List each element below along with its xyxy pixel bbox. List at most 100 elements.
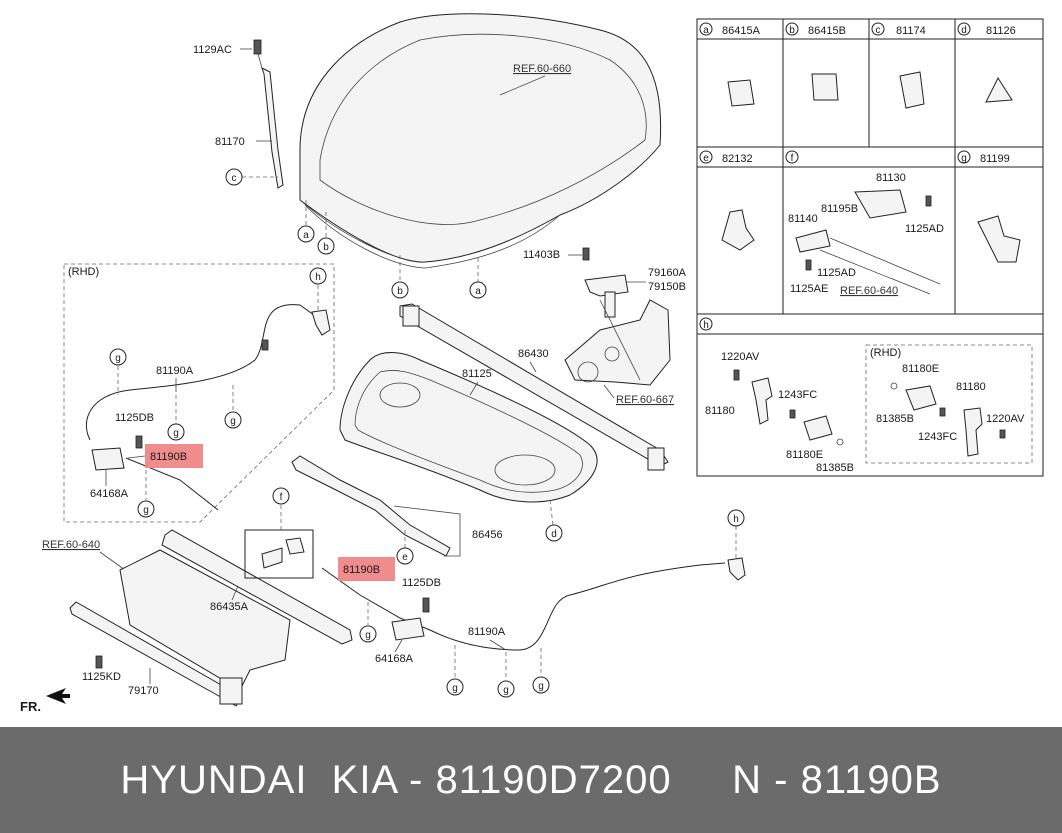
svg-text:g: g [538, 681, 544, 692]
ref-60-667-label: REF.60-667 [616, 394, 674, 406]
cable-bracket-rhd [91, 447, 125, 471]
part-81190B-lhd-label: 81190B [343, 564, 380, 576]
svg-text:h: h [733, 514, 739, 525]
bumper-stop-b-icon [811, 73, 839, 101]
legend-f-label: 1125AD [905, 223, 944, 235]
part-81190A-rhd-label: 81190A [156, 365, 194, 377]
part-86430-label: 86430 [518, 348, 549, 360]
svg-text:82132: 82132 [722, 153, 753, 165]
legend-h-lhd-handle [733, 369, 844, 446]
latch-detail-box [244, 529, 314, 579]
ref-60-660-label: REF.60-660 [513, 63, 571, 75]
legend-cell-f: f [785, 150, 799, 164]
callout-h: h [309, 267, 327, 285]
callout-g: g [137, 500, 155, 518]
cable-bracket-lhd [391, 617, 425, 641]
svg-text:a: a [475, 286, 481, 297]
part-86435A-label: 86435A [210, 601, 249, 613]
part-81170-label: 81170 [215, 136, 245, 148]
callout-b: b [391, 281, 409, 299]
callout-a: a [297, 225, 315, 243]
svg-text:g: g [452, 683, 458, 694]
svg-text:e: e [703, 153, 709, 164]
legend-h-label: 1243FC [778, 389, 817, 401]
hood-seal-strip [291, 455, 451, 557]
svg-text:81174: 81174 [896, 25, 926, 37]
grommet-e-icon [721, 209, 755, 251]
callout-g: g [446, 678, 464, 696]
part-81190B-rhd-label: 81190B [150, 451, 187, 463]
legend-h-rhd-box [865, 344, 1033, 464]
legend-h-label: 1220AV [721, 351, 760, 363]
callout-g: g [359, 625, 377, 643]
part-81190A-lhd-label: 81190A [468, 626, 506, 638]
svg-text:g: g [115, 353, 121, 364]
rhd-label: (RHD) [68, 266, 99, 278]
svg-text:e: e [402, 552, 408, 563]
legend-f-label: 81130 [876, 172, 906, 184]
part-79170-label: 79170 [128, 685, 159, 697]
svg-text:81199: 81199 [980, 153, 1010, 165]
svg-text:81126: 81126 [986, 25, 1016, 37]
legend-h-rhd-handle [890, 382, 1006, 457]
svg-text:g: g [143, 505, 149, 516]
svg-text:d: d [551, 529, 557, 540]
svg-text:a: a [303, 230, 309, 241]
callout-a: a [469, 281, 487, 299]
part-86456-label: 86456 [472, 529, 503, 541]
legend-h-label: 81180 [956, 381, 986, 393]
callout-h: h [727, 509, 745, 527]
hood-hinge [584, 274, 629, 318]
hood-latch-parts-diagram: REF.60-660 a b b a 1129AC 81170 c (RHD) … [20, 13, 1044, 714]
svg-text:86415A: 86415A [722, 25, 761, 37]
part-1125DB-rhd-label: 1125DB [115, 412, 154, 424]
legend-f-label: 81140 [788, 213, 818, 225]
svg-text:b: b [789, 25, 795, 36]
part-number-footer: HYUNDAI KIA - 81190D7200 N - 81190B [0, 727, 1062, 833]
bumper-stop-a-icon [727, 79, 755, 107]
leader-line [499, 75, 546, 96]
svg-text:d: d [961, 25, 967, 36]
svg-text:b: b [397, 286, 403, 297]
part-64168A-lhd-label: 64168A [375, 653, 414, 665]
svg-text:g: g [961, 153, 967, 164]
part-number-caption: HYUNDAI KIA - 81190D7200 N - 81190B [120, 757, 942, 802]
part-79160A-label: 79160A [648, 267, 687, 279]
svg-text:b: b [323, 242, 329, 253]
clip-c-icon [899, 71, 925, 109]
callout-d: d [545, 524, 563, 542]
hood-insulator-pad [339, 352, 598, 503]
upper-cross-member [119, 529, 353, 691]
hook-g-icon [977, 215, 1021, 263]
callout-b: b [317, 237, 335, 255]
front-arrow-icon [46, 688, 70, 704]
radiator-support-panel [564, 299, 671, 386]
front-beam [69, 601, 243, 707]
callout-g: g [224, 411, 242, 429]
svg-text:g: g [173, 428, 179, 439]
svg-text:c: c [876, 25, 881, 36]
svg-text:f: f [280, 492, 283, 503]
legend-f-latch-assembly [795, 189, 941, 295]
legend-cell-h: h [699, 317, 713, 331]
svg-text:f: f [791, 153, 794, 164]
legend-cell-d: d 81126 [957, 22, 1016, 37]
svg-text:c: c [232, 173, 237, 184]
part-11403B-label: 11403B [523, 249, 560, 261]
clip-d-icon [985, 76, 1013, 103]
callout-g: g [109, 348, 127, 366]
latch-release-handle-rhd [311, 309, 331, 336]
part-1125DB-lhd-label: 1125DB [402, 577, 441, 589]
legend-h-label: 81180E [902, 363, 939, 375]
highlight-81190B-rhd [145, 444, 203, 468]
legend-f-ref-label: REF.60-640 [840, 285, 898, 297]
callout-g: g [497, 680, 515, 698]
front-direction-label: FR. [20, 699, 41, 714]
legend-h-rhd-label: (RHD) [870, 347, 901, 359]
hood-weatherstrip-bar [399, 303, 669, 471]
legend-cell-c: c 81174 [871, 22, 926, 37]
callout-g: g [532, 676, 550, 694]
legend-cell-e: e 82132 [699, 150, 753, 165]
svg-text:a: a [703, 25, 709, 36]
